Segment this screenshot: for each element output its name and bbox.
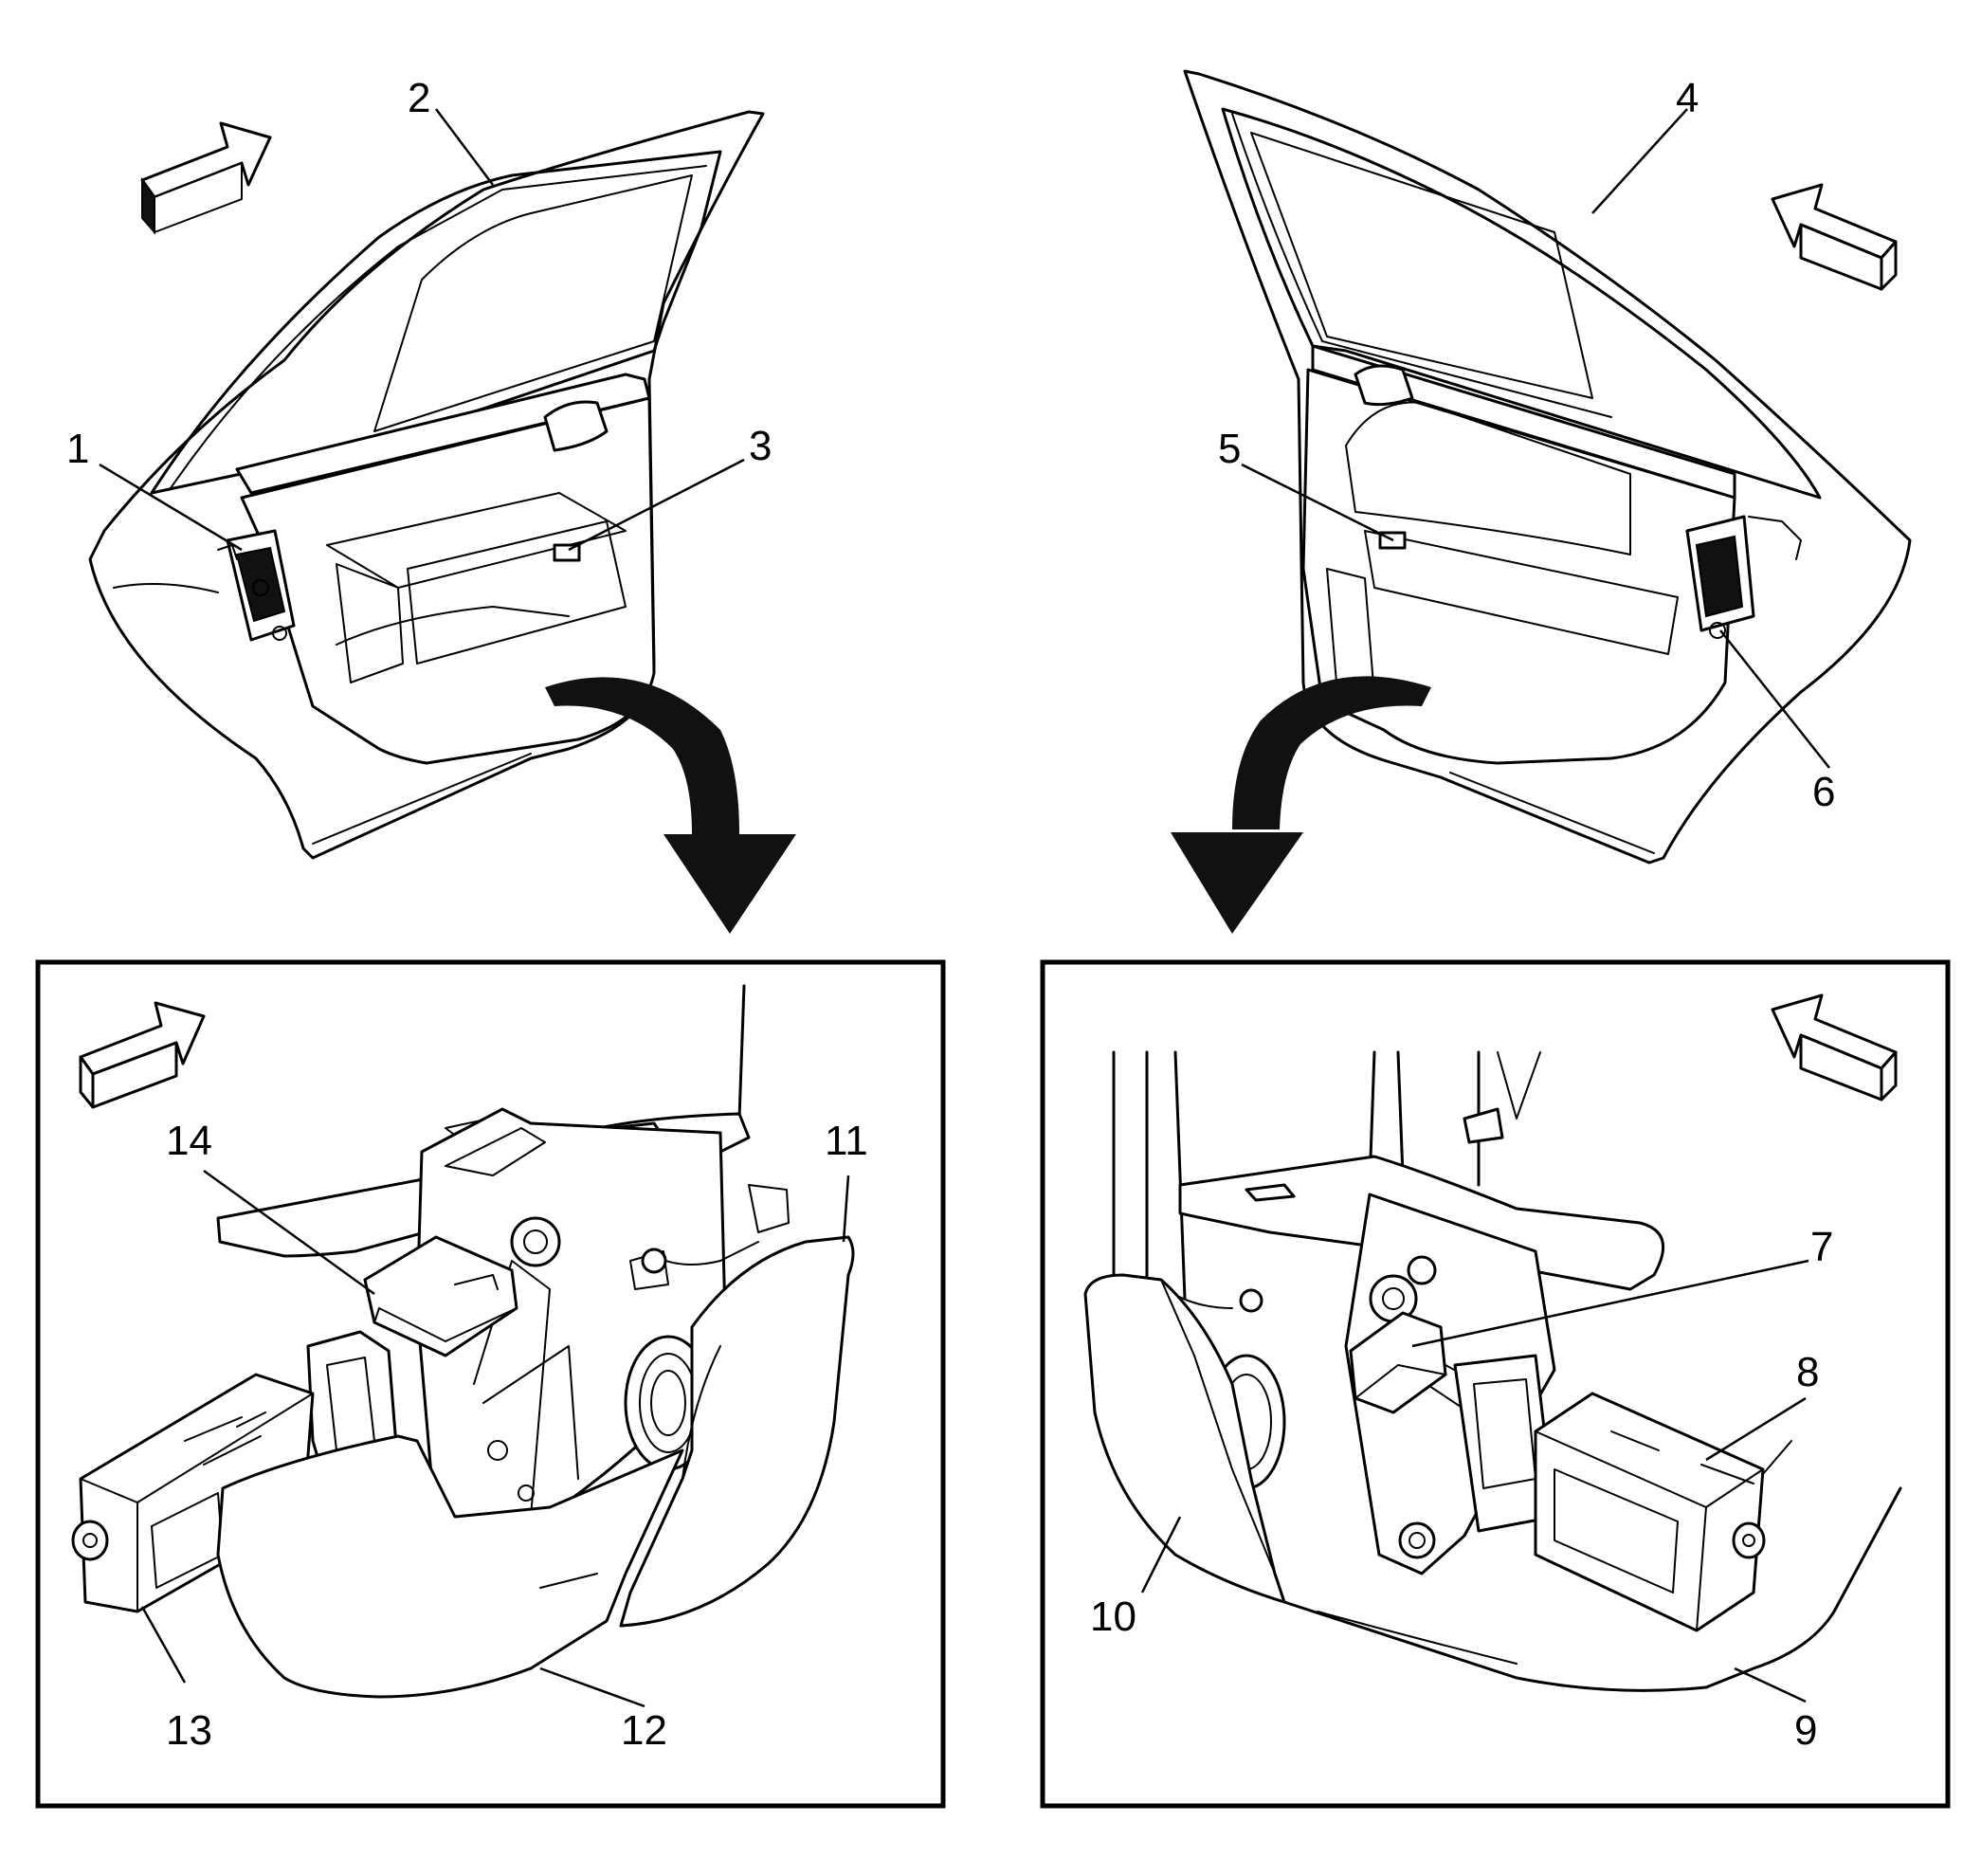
door-latch-right — [1685, 515, 1802, 639]
callout-1: 1 — [66, 426, 89, 472]
callout-14: 14 — [166, 1118, 212, 1164]
callout-12: 12 — [621, 1707, 667, 1754]
forward-direction-arrow-icon — [140, 121, 272, 235]
detail-left-assembly — [71, 984, 855, 1699]
door-pocket-lower-panel — [216, 1434, 684, 1699]
detail-frame-right — [1040, 959, 1951, 1809]
left-rear-door — [88, 110, 765, 860]
detail-frame-left — [35, 959, 946, 1809]
right-rear-door — [1183, 69, 1912, 865]
callout-2: 2 — [408, 75, 430, 121]
detail-right-forward-arrow-icon — [1771, 993, 1898, 1102]
door-trim-panel-front — [619, 1235, 855, 1628]
callout-6: 6 — [1812, 769, 1835, 815]
callout-5: 5 — [1218, 426, 1241, 472]
callout-9: 9 — [1794, 1707, 1817, 1754]
callout-11: 11 — [825, 1118, 868, 1164]
detail-left-forward-arrow-icon — [79, 1001, 206, 1109]
detail-view-arrow-icon-right — [1171, 676, 1431, 934]
detail-right-assembly — [1083, 1050, 1902, 1692]
door-trim-panel-front-right — [1083, 1273, 1286, 1604]
callout-13: 13 — [166, 1707, 212, 1754]
callouts: 1 2 3 4 5 6 7 8 9 10 11 12 13 14 — [66, 75, 1835, 1754]
forward-direction-arrow-icon-right — [1771, 183, 1898, 291]
callout-3: 3 — [749, 423, 772, 469]
door-control-module — [71, 1373, 315, 1613]
window-motor-module — [363, 1235, 518, 1357]
callout-10: 10 — [1090, 1594, 1136, 1640]
door-latch-left — [217, 529, 296, 642]
detail-view-arrow-icon-left — [545, 677, 796, 934]
callout-7: 7 — [1810, 1224, 1833, 1270]
leader-lines — [99, 108, 1830, 1708]
door-control-module-right — [1534, 1392, 1792, 1632]
window-motor-module-right — [1349, 1311, 1447, 1414]
callout-4: 4 — [1676, 75, 1699, 121]
callout-8: 8 — [1796, 1349, 1819, 1395]
